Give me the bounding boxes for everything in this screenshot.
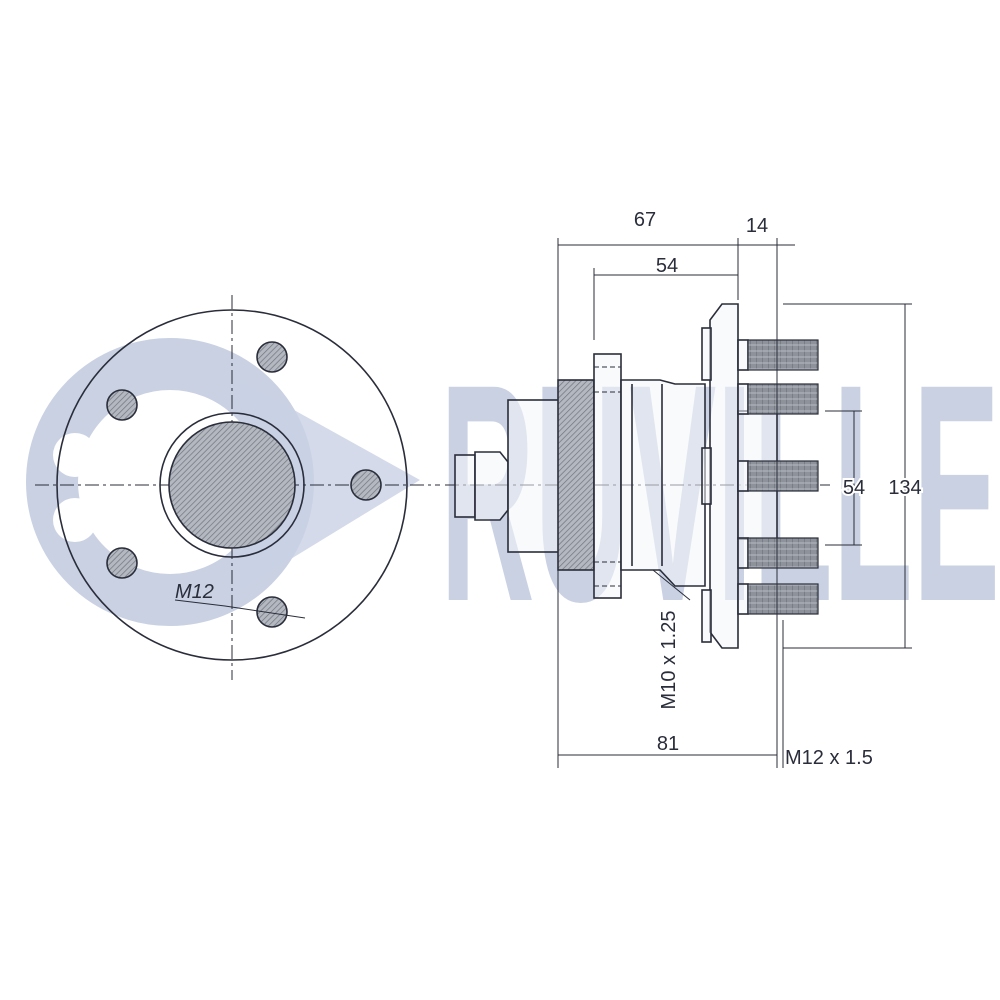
stud-thread-label: M12 x 1.5 bbox=[785, 747, 873, 769]
dim-81: 81 bbox=[657, 733, 679, 755]
side-view: 67 14 54 54 134 81 M10 x 1.25 M12 x 1.5 bbox=[445, 209, 924, 769]
bearing-ring bbox=[557, 379, 595, 571]
bolt-hole bbox=[350, 469, 382, 501]
bolt-hole bbox=[106, 547, 138, 579]
bolt-hole bbox=[256, 596, 288, 628]
hub-outer-ring bbox=[159, 412, 305, 558]
front-view: M12 bbox=[35, 295, 440, 680]
bolt-hole bbox=[106, 389, 138, 421]
hub-center bbox=[168, 421, 296, 549]
flange-outline bbox=[56, 309, 408, 661]
dim-54-pilot: 54 bbox=[843, 477, 865, 499]
bolt-hole bbox=[256, 341, 288, 373]
dim-14: 14 bbox=[746, 215, 768, 237]
dim-134: 134 bbox=[888, 477, 921, 499]
spindle-thread-label: M10 x 1.25 bbox=[658, 611, 680, 710]
wheel-studs bbox=[737, 339, 819, 615]
dim-67: 67 bbox=[634, 209, 656, 231]
bolt-thread-label: M12 bbox=[175, 581, 214, 603]
dim-54-top: 54 bbox=[656, 255, 678, 277]
